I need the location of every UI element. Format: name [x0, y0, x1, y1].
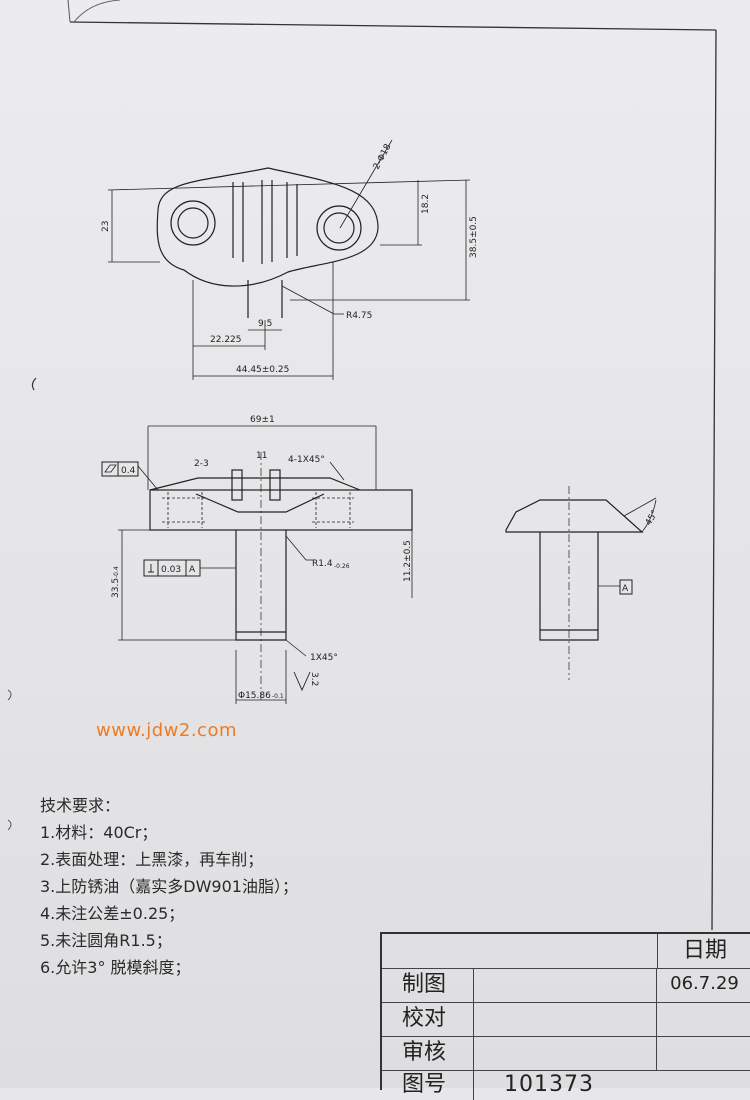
row-name — [474, 1036, 657, 1070]
title-block-row: 校对 — [382, 1002, 750, 1037]
edge-mark — [7, 819, 12, 831]
dim-offset: 22.225 — [210, 335, 242, 345]
datum-box — [619, 579, 633, 595]
perp-symbol — [148, 564, 154, 573]
dim-height-left: 33.5 — [111, 578, 121, 598]
title-block-row: 制图 06.7.29 — [382, 968, 750, 1003]
dim-radius-tol: -0.26 — [334, 563, 350, 570]
note-item: 2.表面处理：上黑漆，再车削； — [40, 850, 264, 869]
leader-line — [285, 535, 307, 561]
title-block: 日期 制图 06.7.29 校对 审核 图号 101373 — [380, 932, 750, 1100]
drawing-no-label: 图号 — [382, 1070, 474, 1100]
dim-height-right: 18.2 — [421, 194, 431, 214]
dim-width: 69±1 — [250, 415, 275, 425]
side-angle: 45° — [644, 509, 661, 528]
perp-datum: A — [189, 565, 196, 575]
flatness-value-box — [117, 461, 139, 477]
dim-height-right: 11.2±0.5 — [403, 540, 413, 582]
side-view — [505, 486, 657, 680]
note-item: 3.上防锈油（嘉实多DW901油脂）； — [40, 877, 298, 896]
title-block-header-row: 日期 — [382, 934, 750, 969]
row-name — [474, 1002, 657, 1036]
row-date: 06.7.29 — [670, 973, 739, 994]
row-date — [657, 1002, 750, 1036]
row-name — [474, 968, 657, 1002]
rib-section — [269, 469, 281, 501]
dim-radius: R1.4 — [312, 559, 333, 569]
angle-arc — [641, 499, 657, 533]
notes-title: 技术要求： — [40, 796, 121, 815]
title-block-number-row: 图号 101373 — [382, 1070, 750, 1100]
note-item: 1.材料：40Cr； — [40, 823, 158, 842]
taper-section — [195, 493, 325, 513]
dim-chamfer-bottom: 1X45° — [310, 653, 338, 663]
row-label: 制图 — [382, 968, 474, 1002]
dim-length: 44.45±0.25 — [236, 365, 289, 375]
date-header: 日期 — [657, 934, 750, 968]
border-right — [711, 29, 717, 931]
row-label: 校对 — [382, 1002, 474, 1036]
border-top — [69, 21, 717, 31]
dim-diameter-tol: -0.1 — [272, 693, 284, 700]
title-block-row: 审核 — [382, 1036, 750, 1071]
flange-outline — [156, 167, 379, 287]
row-date — [657, 1036, 750, 1070]
left-hole-inner — [177, 207, 209, 239]
dim-hole: 2-Φ18 — [372, 142, 394, 171]
flange-top — [149, 477, 361, 491]
roughness-symbol — [293, 671, 311, 692]
angle-line — [623, 497, 657, 517]
border-corner — [67, 0, 71, 23]
side-flange — [505, 499, 644, 533]
left-hole-outer — [170, 200, 216, 246]
flatness-symbol-box — [101, 461, 119, 477]
perp-value: 0.03 — [161, 565, 181, 575]
leader-line — [339, 139, 393, 229]
row-label: 审核 — [382, 1036, 474, 1070]
leader-line — [137, 465, 159, 491]
page-fold — [73, 0, 121, 23]
drawing-number: 101373 — [504, 1072, 594, 1097]
stray-mark — [31, 377, 37, 391]
technical-requirements: 技术要求： 1.材料：40Cr； 2.表面处理：上黑漆，再车削； 3.上防锈油（… — [40, 792, 380, 981]
dim-radius: R4.75 — [346, 311, 372, 321]
dim-height-left-tol: -0.4 — [113, 566, 120, 578]
leader-line — [281, 285, 335, 315]
tb-blank — [382, 934, 657, 968]
dim-diameter: Φ15.86 — [238, 691, 271, 701]
right-hole-inner — [323, 212, 355, 244]
side-datum: A — [622, 584, 629, 594]
watermark: www.jdw2.com — [96, 720, 237, 741]
dim-slot: 9.5 — [258, 319, 272, 329]
dim-chamfer-left: 2-3 — [194, 459, 209, 469]
note-item: 5.未注圆角R1.5； — [40, 931, 172, 950]
note-item: 4.未注公差±0.25； — [40, 904, 185, 923]
extension-line — [107, 179, 471, 191]
flange-section — [149, 489, 413, 531]
note-item: 6.允许3° 脱模斜度； — [40, 958, 191, 977]
roughness-value: 3.2 — [309, 672, 319, 686]
front-view — [101, 425, 413, 704]
edge-mark — [7, 689, 12, 701]
rib-section — [231, 469, 243, 501]
dim-total-height: 38.5±0.5 — [469, 216, 479, 258]
leader-line — [285, 639, 307, 657]
dim-height-left: 23 — [101, 221, 111, 232]
flatness-value: 0.4 — [121, 466, 136, 476]
flatness-symbol — [104, 464, 117, 473]
right-hole-outer — [316, 205, 362, 251]
dim-center: 11 — [256, 451, 267, 461]
top-view — [107, 139, 471, 380]
leader-line — [329, 461, 345, 481]
dim-chamfer-right: 4-1X45° — [288, 455, 325, 465]
